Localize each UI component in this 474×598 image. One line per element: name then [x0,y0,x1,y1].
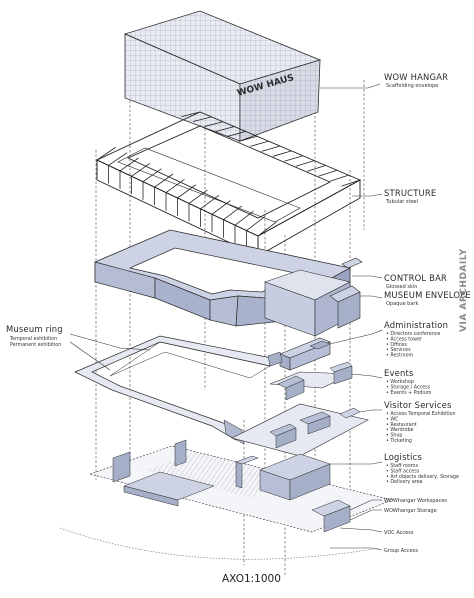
layer-title: Events [384,368,414,378]
layer-item: • WC [386,416,399,422]
layer-item: • Staff rooms [386,463,418,469]
museum-ring-floor [74,335,284,445]
layer-title: Administration [384,320,448,330]
ground-label: VOC Access [384,530,414,536]
watermark: VIA ARCHDAILY [459,248,469,332]
control-bar-museum-envelope [94,229,363,337]
layer-title: MUSEUM ENVELOPE [384,290,471,300]
layer-item: • Restaurant [386,422,417,428]
layer-subtitle: Scaffolding envelope [386,83,438,89]
layer-title: WOW HANGAR [384,72,448,82]
layer-title: CONTROL BAR [384,273,447,283]
ground-floor-plan [59,439,393,560]
layer-item: • Art objects delivery, Storage [386,474,459,480]
museum-ring-label: Museum ring Temporal exhibition Permanen… [6,324,63,348]
museum-ring-item: Temporal exhibition [9,336,57,342]
layer-subtitle: Glossed skin [386,284,417,290]
layer-title: Logistics [384,452,422,462]
layer-item: • Events + Podium [386,390,432,396]
visitor-services-floor [231,403,369,457]
ground-label: WOWhangar Storage [384,508,437,514]
layer-item: • Workshop [386,379,414,385]
layer-item: • Shop [386,433,402,439]
layer-item: • Directors conference [386,331,440,337]
events-blocks [269,361,353,401]
layer-item: • Staff access [386,468,420,474]
layer-item: • Access tower [386,336,422,342]
ground-label: Group Access [384,548,418,554]
layer-item: • Ticketing [386,438,412,444]
scale-label: AXO1:1000 [222,573,281,585]
layer-item: • Offices [386,342,407,348]
layer-subtitle: Tubular steel [385,199,418,205]
ground-labels: WOWhangar Workspaces WOWhangar Storage V… [384,498,447,554]
museum-ring-title: Museum ring [6,324,63,334]
layer-title: STRUCTURE [384,188,436,198]
wow-hangar-envelope: WOW HAUS [123,10,322,142]
layer-item: • Storage / Access [386,384,431,390]
layer-item: • Services [386,347,411,353]
leader-lines [69,83,383,551]
tubular-steel-structure [95,111,362,257]
administration-blocks [267,337,331,371]
layer-item: • Access Temporal Exhibition [386,411,456,417]
layer-item: • Restroom [386,353,414,359]
layer-title: Visitor Services [384,400,452,410]
ground-label: WOWhangar Workspaces [384,498,447,504]
layer-item: • Delivery area [386,479,423,485]
layer-item: • Wardrobe [386,427,414,433]
layer-subtitle: Opaque bark [386,301,418,307]
museum-ring-item: Permanent exhibition [10,342,61,348]
